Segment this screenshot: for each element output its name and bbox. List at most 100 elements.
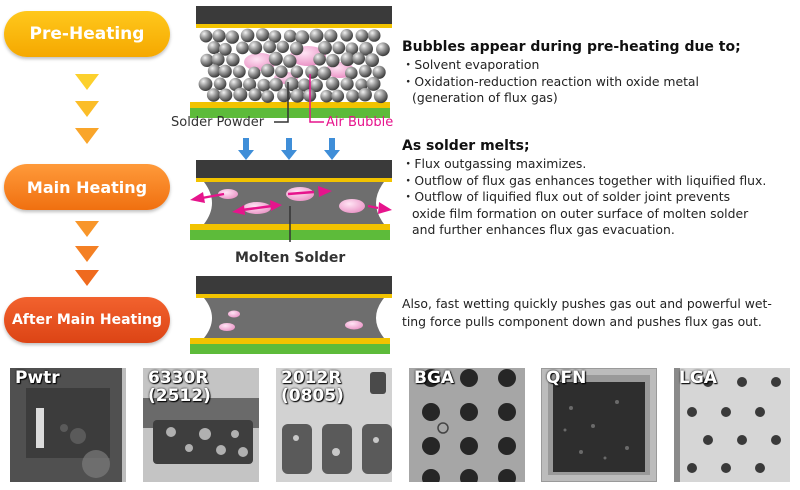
solder-ball [207, 64, 221, 78]
solder-ball [268, 30, 282, 43]
component-body [196, 6, 392, 26]
photo-label-qfn: QFN [546, 368, 587, 388]
photo-label-pwtr: Pwtr [15, 368, 60, 388]
bullet-outflow: ・Outflow of flux gas enhances together w… [402, 172, 767, 188]
after-main-heating-stage: After Main Heating [4, 297, 170, 343]
solder-ball [358, 64, 372, 78]
solder-ball [219, 88, 233, 102]
solder-ball [233, 87, 248, 102]
pre-heating-heading: Bubbles appear during pre-heating due to… [402, 39, 741, 55]
photo-label-2012r: 2012R (0805) [281, 368, 344, 406]
molten-solder-label: Molten Solder [235, 250, 346, 266]
solder-ball [290, 88, 305, 103]
solder-ball [248, 40, 263, 55]
component-body [196, 276, 392, 296]
solder-ball [269, 77, 283, 92]
after-line-1: Also, fast wetting quickly pushes gas ou… [402, 296, 772, 311]
solder-ball [376, 42, 390, 57]
down-arrow-icon [75, 270, 99, 286]
solder-ball [359, 41, 373, 56]
component-pad [196, 24, 392, 28]
solder-ball [355, 78, 368, 91]
molten-solder-area [204, 298, 384, 338]
air-bubble [219, 310, 363, 331]
solder-ball [309, 78, 323, 92]
solder-ball [256, 28, 270, 42]
pre-heating-label: Pre-Heating [29, 24, 145, 44]
bullet-oxidation: ・Oxidation-reduction reaction with oxide… [402, 73, 699, 89]
xray-photo-bga: BGA [409, 368, 525, 482]
solder-ball [261, 63, 275, 78]
down-arrow-icon [75, 221, 99, 237]
pre-heating-stage: Pre-Heating [4, 11, 170, 57]
component-body [196, 160, 392, 180]
solder-ball [320, 89, 333, 103]
down-arrow-icon [75, 101, 99, 117]
solder-ball [305, 65, 319, 79]
solder-ball [373, 89, 388, 104]
board-pad [190, 102, 390, 108]
bullet-oxide-film-cont: oxide film formation on outer surface of… [412, 205, 749, 221]
pcb [190, 344, 390, 354]
solder-ball [365, 53, 379, 67]
solder-ball [236, 41, 249, 55]
pcb [190, 108, 390, 118]
solder-ball [366, 76, 381, 91]
solder-ball [218, 42, 232, 56]
solder-ball [275, 65, 288, 78]
solder-ball [297, 78, 312, 92]
after-main-heating-diagram [190, 276, 392, 354]
solder-ball [318, 40, 332, 55]
solder-ball [212, 29, 226, 43]
main-heating-diagram [190, 138, 392, 242]
solder-ball [257, 78, 271, 92]
xray-photo-2012r: 2012R (0805) [276, 368, 392, 482]
solder-ball [218, 64, 232, 78]
air-bubble [218, 187, 365, 214]
solder-ball [325, 76, 340, 91]
bullet-solvent: ・Solvent evaporation [402, 57, 540, 72]
board-pad [190, 338, 390, 344]
photo-label-lga: LGA [679, 368, 717, 388]
down-arrow-icon [75, 128, 99, 144]
solder-ball [326, 53, 340, 68]
solder-ball [345, 66, 358, 80]
pre-heating-description: Bubbles appear during pre-heating due to… [402, 38, 741, 107]
solder-ball [346, 89, 360, 103]
solder-ball [290, 65, 304, 78]
bullet-oxide-film: ・Outflow of liquified flux out of solder… [402, 189, 731, 204]
solder-ball [345, 42, 359, 55]
main-heating-description: As solder melts; ・Flux outgassing maximi… [402, 137, 766, 239]
solder-ball [324, 29, 338, 43]
solder-ball [263, 40, 276, 54]
after-main-heating-description: Also, fast wetting quickly pushes gas ou… [402, 295, 772, 331]
solder-ball [355, 29, 369, 43]
solder-ball [268, 51, 283, 66]
solder-ball [198, 77, 213, 91]
solder-ball [372, 65, 386, 79]
solder-ball [207, 41, 221, 55]
xray-photo-lga: LGA [674, 368, 790, 482]
solder-ball [340, 52, 355, 67]
after-main-heating-label: After Main Heating [11, 312, 163, 328]
main-heating-stage: Main Heating [4, 164, 170, 210]
solder-ball [331, 89, 345, 103]
after-line-2: ting force pulls component down and push… [402, 314, 762, 329]
solder-ball [367, 29, 381, 42]
solder-ball [206, 88, 221, 102]
solder-ball [232, 65, 246, 78]
solder-ball [247, 66, 261, 80]
solder-ball [276, 40, 289, 53]
xray-photo-pwtr: Pwtr [10, 368, 126, 482]
heat-arrow-icon [238, 138, 340, 160]
xray-photo-6330r: 6330R (2512) [143, 368, 259, 482]
solder-ball [295, 30, 310, 45]
solder-ball [200, 53, 214, 67]
component-pad [196, 294, 392, 298]
main-heating-label: Main Heating [26, 177, 148, 197]
solder-ball [332, 41, 346, 55]
solder-ball [226, 53, 240, 67]
solder-ball [313, 53, 326, 66]
solder-ball [289, 41, 304, 56]
molten-solder-area [204, 182, 384, 224]
